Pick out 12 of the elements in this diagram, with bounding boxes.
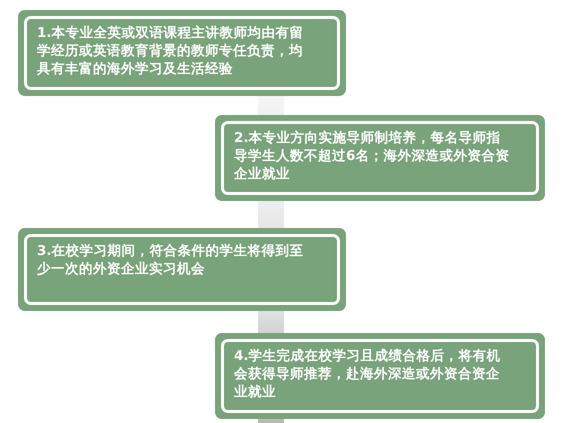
timeline-bar xyxy=(258,311,284,333)
timeline-bar xyxy=(258,419,284,423)
step-box xyxy=(215,115,545,201)
step-text: 4.学生完成在校学习且成绩合格后，将有机会获得导师推荐，赴海外深造或外资合资企业就业 xyxy=(234,347,502,401)
step-text: 3.在校学习期间，符合条件的学生将得到至少一次的外资企业实习机会 xyxy=(37,242,305,278)
step-box xyxy=(215,333,545,419)
timeline-bar xyxy=(258,96,284,115)
step-text: 2.本专业方向实施导师制培养，每名导师指导学生人数不超过6名；海外深造或外资合资企业就业 xyxy=(234,129,510,183)
step-text: 1.本专业全英或双语课程主讲教师均由有留学经历或英语教育背景的教师专任负责，均具有丰富的海外学习及生活经验 xyxy=(37,24,305,78)
timeline-bar xyxy=(258,201,284,228)
step-box xyxy=(18,228,346,311)
step-box xyxy=(18,10,346,96)
